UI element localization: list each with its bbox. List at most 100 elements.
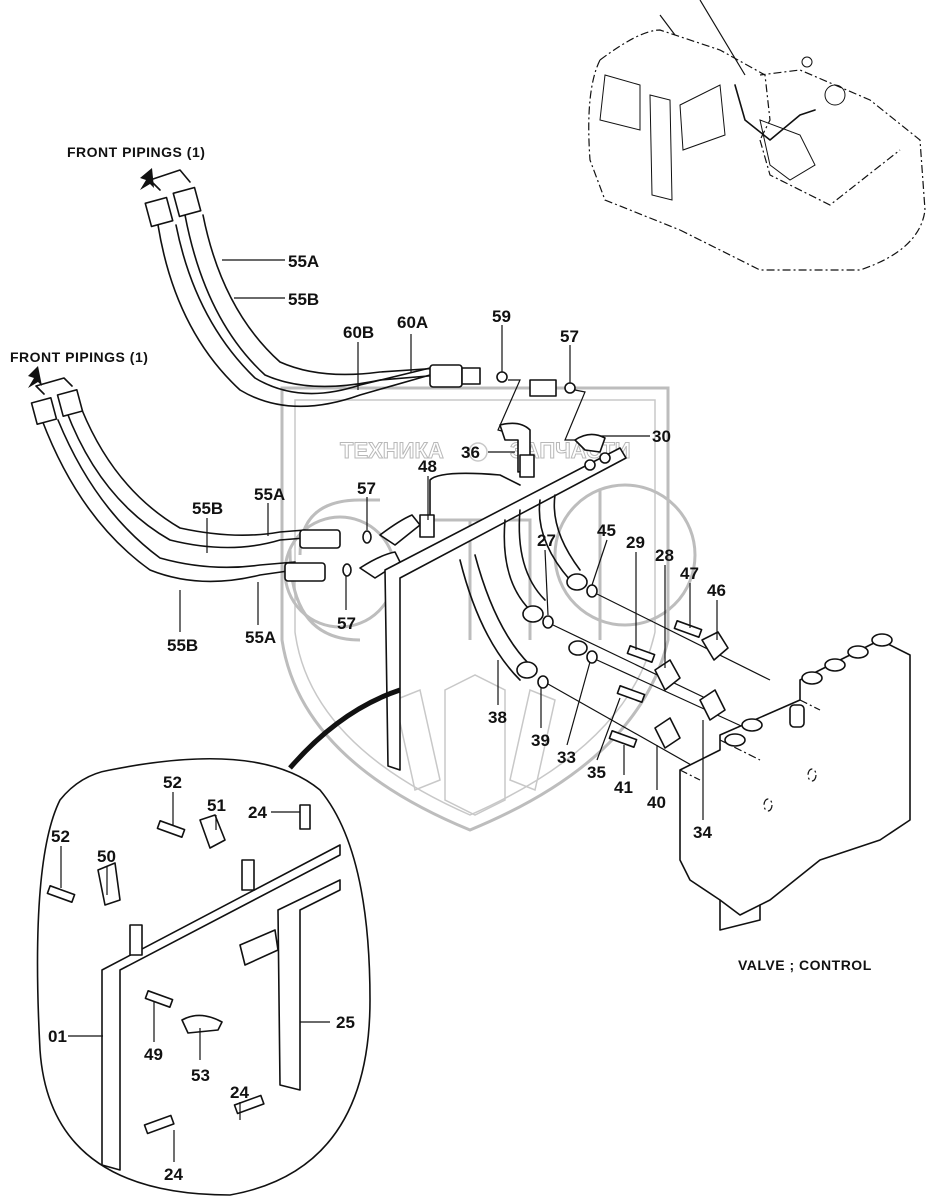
callout-55A-mid[interactable]: 55A bbox=[254, 485, 285, 504]
callout-50[interactable]: 50 bbox=[97, 847, 116, 866]
hose-55A-upper-edge bbox=[202, 214, 441, 376]
callout-28[interactable]: 28 bbox=[655, 546, 674, 565]
callout-35[interactable]: 35 bbox=[587, 763, 606, 782]
detail-bubble bbox=[36, 687, 401, 1196]
lower-hose-assembly bbox=[28, 366, 421, 583]
callout-46[interactable]: 46 bbox=[707, 581, 726, 600]
bolt-24-bottom bbox=[143, 1114, 175, 1135]
fitting-60A bbox=[429, 364, 463, 388]
callout-57-mid[interactable]: 57 bbox=[357, 479, 376, 498]
clamp-block-2 bbox=[519, 454, 535, 478]
valve-port-1 bbox=[741, 718, 763, 732]
leader-45 bbox=[591, 539, 608, 586]
callout-55A-top[interactable]: 55A bbox=[288, 252, 319, 271]
bolt-24-top bbox=[299, 804, 311, 830]
callout-24-top[interactable]: 24 bbox=[248, 803, 267, 822]
valve-hidden-lines bbox=[679, 699, 821, 781]
callout-24-bottom[interactable]: 24 bbox=[164, 1165, 183, 1184]
callout-49[interactable]: 49 bbox=[144, 1045, 163, 1064]
pipe-48 bbox=[429, 472, 521, 521]
pipe-45-outer bbox=[538, 499, 571, 581]
pipe-38-inner bbox=[474, 554, 531, 666]
overview-valve bbox=[759, 119, 816, 181]
callout-27[interactable]: 27 bbox=[537, 531, 556, 550]
detail-pointer bbox=[288, 687, 401, 770]
oring-45 bbox=[586, 584, 598, 598]
bracket-frame bbox=[384, 447, 627, 771]
callout-55A-low[interactable]: 55A bbox=[245, 628, 276, 647]
caption-front-pipings-lower: FRONT PIPINGS (1) bbox=[10, 349, 148, 365]
callout-57-low[interactable]: 57 bbox=[337, 614, 356, 633]
hose-55B-upper-edge bbox=[175, 224, 431, 395]
elbow-upper bbox=[379, 514, 421, 546]
flange-34 bbox=[699, 689, 726, 721]
callout-24-mid[interactable]: 24 bbox=[230, 1083, 249, 1102]
flange-46 bbox=[701, 631, 729, 661]
bolt-35 bbox=[616, 684, 646, 704]
overview-pointer-line bbox=[699, 0, 746, 76]
valve-port-cap-3 bbox=[847, 645, 869, 659]
bolt-41 bbox=[608, 729, 638, 749]
valve-port-cap-2 bbox=[824, 658, 846, 672]
callout-53[interactable]: 53 bbox=[191, 1066, 210, 1085]
watermark-logo-circle-2 bbox=[553, 483, 697, 627]
callout-55B-low[interactable]: 55B bbox=[167, 636, 198, 655]
cab-roof bbox=[599, 29, 771, 141]
oring-27 bbox=[542, 615, 554, 629]
pipe-end-33 bbox=[568, 640, 588, 656]
watermark-gear-icon bbox=[468, 442, 488, 462]
clamp-block-1 bbox=[419, 514, 435, 538]
caption-valve-control: VALVE ; CONTROL bbox=[738, 957, 872, 973]
callout-52-top[interactable]: 52 bbox=[163, 773, 182, 792]
callout-60A[interactable]: 60A bbox=[397, 313, 428, 332]
callout-51[interactable]: 51 bbox=[207, 796, 226, 815]
watermark-wheat-center bbox=[444, 674, 506, 816]
callout-55B-mid[interactable]: 55B bbox=[192, 499, 223, 518]
callout-36[interactable]: 36 bbox=[461, 443, 480, 462]
bracket-01-tab-1 bbox=[129, 924, 143, 956]
callout-30[interactable]: 30 bbox=[652, 427, 671, 446]
bracket-01-tab-2 bbox=[241, 859, 255, 891]
callout-33[interactable]: 33 bbox=[557, 748, 576, 767]
callout-47[interactable]: 47 bbox=[680, 564, 699, 583]
elbow-30 bbox=[574, 433, 606, 453]
valve-spool-ends bbox=[719, 899, 761, 931]
overview-pointer-line-2 bbox=[659, 14, 676, 36]
callout-45[interactable]: 45 bbox=[597, 521, 616, 540]
cab-window-1 bbox=[599, 74, 641, 131]
valve-port-hidden-2 bbox=[807, 768, 817, 782]
callout-52-left[interactable]: 52 bbox=[51, 827, 70, 846]
callout-48[interactable]: 48 bbox=[418, 457, 437, 476]
centerline-39 bbox=[547, 683, 701, 771]
callout-39[interactable]: 39 bbox=[531, 731, 550, 750]
callout-57-upper[interactable]: 57 bbox=[560, 327, 579, 346]
connector-bracket-lower bbox=[35, 377, 73, 395]
callout-59[interactable]: 59 bbox=[492, 307, 511, 326]
callout-41[interactable]: 41 bbox=[614, 778, 633, 797]
callout-01[interactable]: 01 bbox=[48, 1027, 67, 1046]
centerline-27 bbox=[552, 624, 721, 706]
callout-55B-top[interactable]: 55B bbox=[288, 290, 319, 309]
callout-38[interactable]: 38 bbox=[488, 708, 507, 727]
bracket-tab-25 bbox=[239, 929, 279, 966]
callout-60B[interactable]: 60B bbox=[343, 323, 374, 342]
flange-set bbox=[608, 619, 729, 749]
connector-bracket bbox=[149, 169, 191, 191]
callout-25[interactable]: 25 bbox=[336, 1013, 355, 1032]
bolt-52-left bbox=[46, 884, 76, 904]
callout-29[interactable]: 29 bbox=[626, 533, 645, 552]
bolt-head-2 bbox=[599, 452, 611, 464]
hose-55B-upper bbox=[157, 224, 431, 408]
flange-40 bbox=[654, 717, 681, 749]
elbow-lower bbox=[359, 551, 401, 579]
callout-40[interactable]: 40 bbox=[647, 793, 666, 812]
cab-door bbox=[649, 94, 673, 201]
watermark-shield-inner bbox=[294, 399, 656, 816]
callout-leaders bbox=[60, 259, 718, 1162]
oring-33 bbox=[586, 650, 598, 664]
fitting-55B-end bbox=[284, 562, 326, 582]
bolt-24-mid bbox=[233, 1094, 265, 1115]
pipe-27-outer bbox=[503, 519, 531, 611]
valve-body bbox=[679, 639, 911, 916]
callout-34[interactable]: 34 bbox=[693, 823, 712, 842]
